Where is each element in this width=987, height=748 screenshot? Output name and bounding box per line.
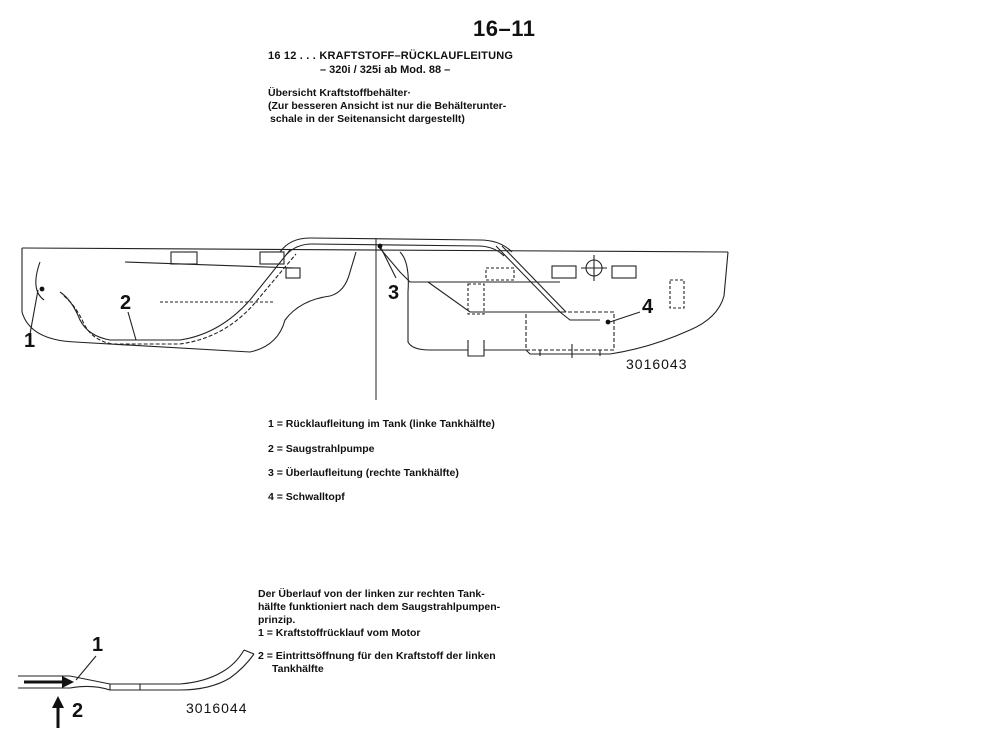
- section-title: 16 12 . . . KRAFTSTOFF–RÜCKLAUFLEITUNG: [268, 50, 514, 62]
- section-subtitle: – 320i / 325i ab Mod. 88 –: [320, 64, 451, 76]
- paragraph-item-2-line2: Tankhälfte: [272, 663, 324, 675]
- callout-3: 3: [388, 282, 400, 304]
- figure1-code: 3016043: [626, 356, 688, 372]
- overview-title: Übersicht Kraftstoffbehälter·: [268, 87, 411, 99]
- paragraph-item-2-line1: 2 = Eintrittsöffnung für den Kraftstoff …: [258, 650, 496, 662]
- figure2-code: 3016044: [186, 700, 248, 716]
- detail-callout-1: 1: [92, 634, 104, 656]
- legend-item-4: 4 = Schwalltopf: [268, 491, 345, 503]
- legend-item-2: 2 = Saugstrahlpumpe: [268, 443, 375, 455]
- paragraph-item-1: 1 = Kraftstoffrücklauf vom Motor: [258, 627, 421, 639]
- overview-note-line2: schale in der Seitenansicht dargestellt): [270, 113, 465, 125]
- page-number: 16–11: [473, 16, 536, 41]
- callout-2: 2: [120, 292, 132, 314]
- detail-callout-2: 2: [72, 700, 84, 722]
- paragraph-line-1: Der Überlauf von der linken zur rechten …: [258, 588, 485, 600]
- paragraph-line-3: prinzip.: [258, 614, 296, 626]
- paragraph-line-2: hälfte funktioniert nach dem Saugstrahlp…: [258, 601, 501, 613]
- callout-1: 1: [24, 330, 36, 352]
- legend-item-1: 1 = Rücklaufleitung im Tank (linke Tankh…: [268, 418, 495, 430]
- callout-4: 4: [642, 296, 654, 318]
- overview-note-line1: (Zur besseren Ansicht ist nur die Behält…: [268, 100, 507, 112]
- legend-item-3: 3 = Überlaufleitung (rechte Tankhälfte): [268, 467, 459, 479]
